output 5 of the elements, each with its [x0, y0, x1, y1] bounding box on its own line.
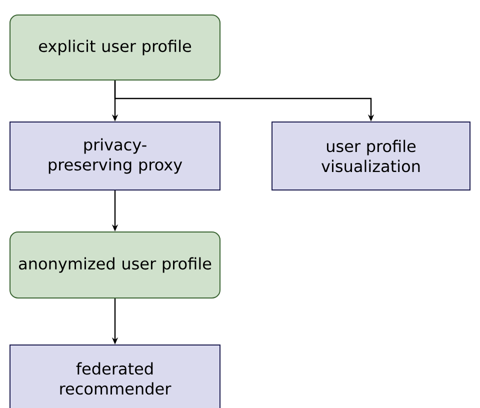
rounded-box: explicit user profile — [10, 14, 220, 80]
rounded-box: anonymized user profile — [10, 232, 220, 298]
process-box: federated recommender — [10, 344, 220, 408]
process-box: user profile visualization — [272, 122, 470, 190]
process-box: privacy-preserving proxy — [10, 122, 220, 190]
